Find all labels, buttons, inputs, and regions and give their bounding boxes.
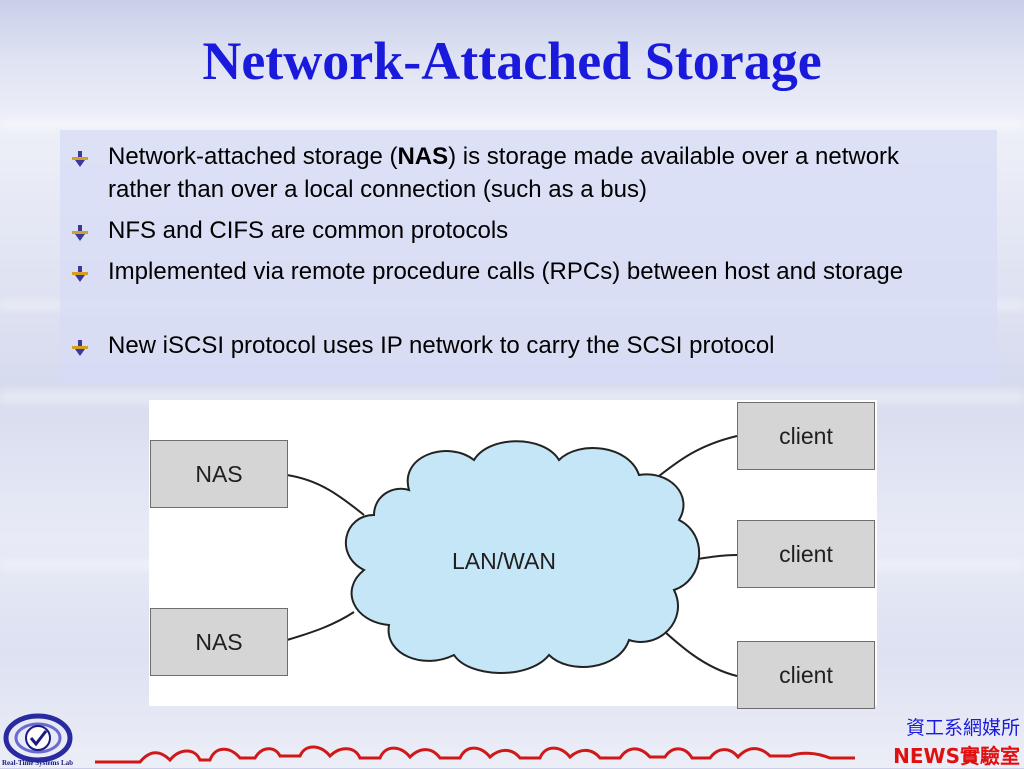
bullet-text-2: NFS and CIFS are common protocols [108,217,509,244]
footer-decoration [3,713,855,764]
lan-wan-cloud [345,440,701,674]
bullet-arrow-icon [72,225,88,241]
bullet-arrow-icon [72,340,88,356]
lab-logo-icon [3,713,73,763]
bullet-arrow-icon [72,151,88,167]
bullet-item: New iSCSI protocol uses IP network to ca… [72,329,968,362]
bullet-text-1b: ) is storage made available over a netwo… [108,143,900,203]
lab-label: NEWS實驗室 [893,740,1020,769]
network-label: LAN/WAN [452,548,556,574]
lab-prefix: NEWS [893,744,960,768]
link-nas1-cloud [286,474,365,516]
client-box-2: client [737,520,875,588]
client-box-1: client [737,402,875,470]
link-client1-cloud [653,435,738,481]
bullet-item: Implemented via remote procedure calls (… [72,255,968,288]
bullet-item: Network-attached storage (NAS) is storag… [72,140,968,206]
nas-box-2: NAS [150,608,288,676]
bullet-arrow-icon [72,266,88,282]
nas-diagram: NAS NAS client client client LAN/WAN [149,400,877,709]
logo-caption: Real-Time Systems Lab [2,759,74,767]
department-label: 資工系網媒所 [905,717,1020,739]
bullet-text-3: Implemented via remote procedure calls (… [108,258,904,285]
bullet-text-4: New iSCSI protocol uses IP network to ca… [108,332,775,359]
diagram-connections [286,435,738,677]
bullet-text-1-bold: NAS [397,143,449,170]
lab-suffix: 實驗室 [960,744,1020,768]
bullet-text-1a: Network-attached storage ( [108,143,398,170]
nas-box-1: NAS [150,440,288,508]
footer: Real-Time Systems Lab [0,712,1024,768]
link-nas2-cloud [286,611,355,641]
client-box-3: client [737,641,875,709]
slide-title: Network-Attached Storage [202,31,822,91]
footer-ornament [95,745,855,764]
bullet-item: NFS and CIFS are common protocols [72,214,968,247]
bullet-list: Network-attached storage (NAS) is storag… [60,130,997,383]
